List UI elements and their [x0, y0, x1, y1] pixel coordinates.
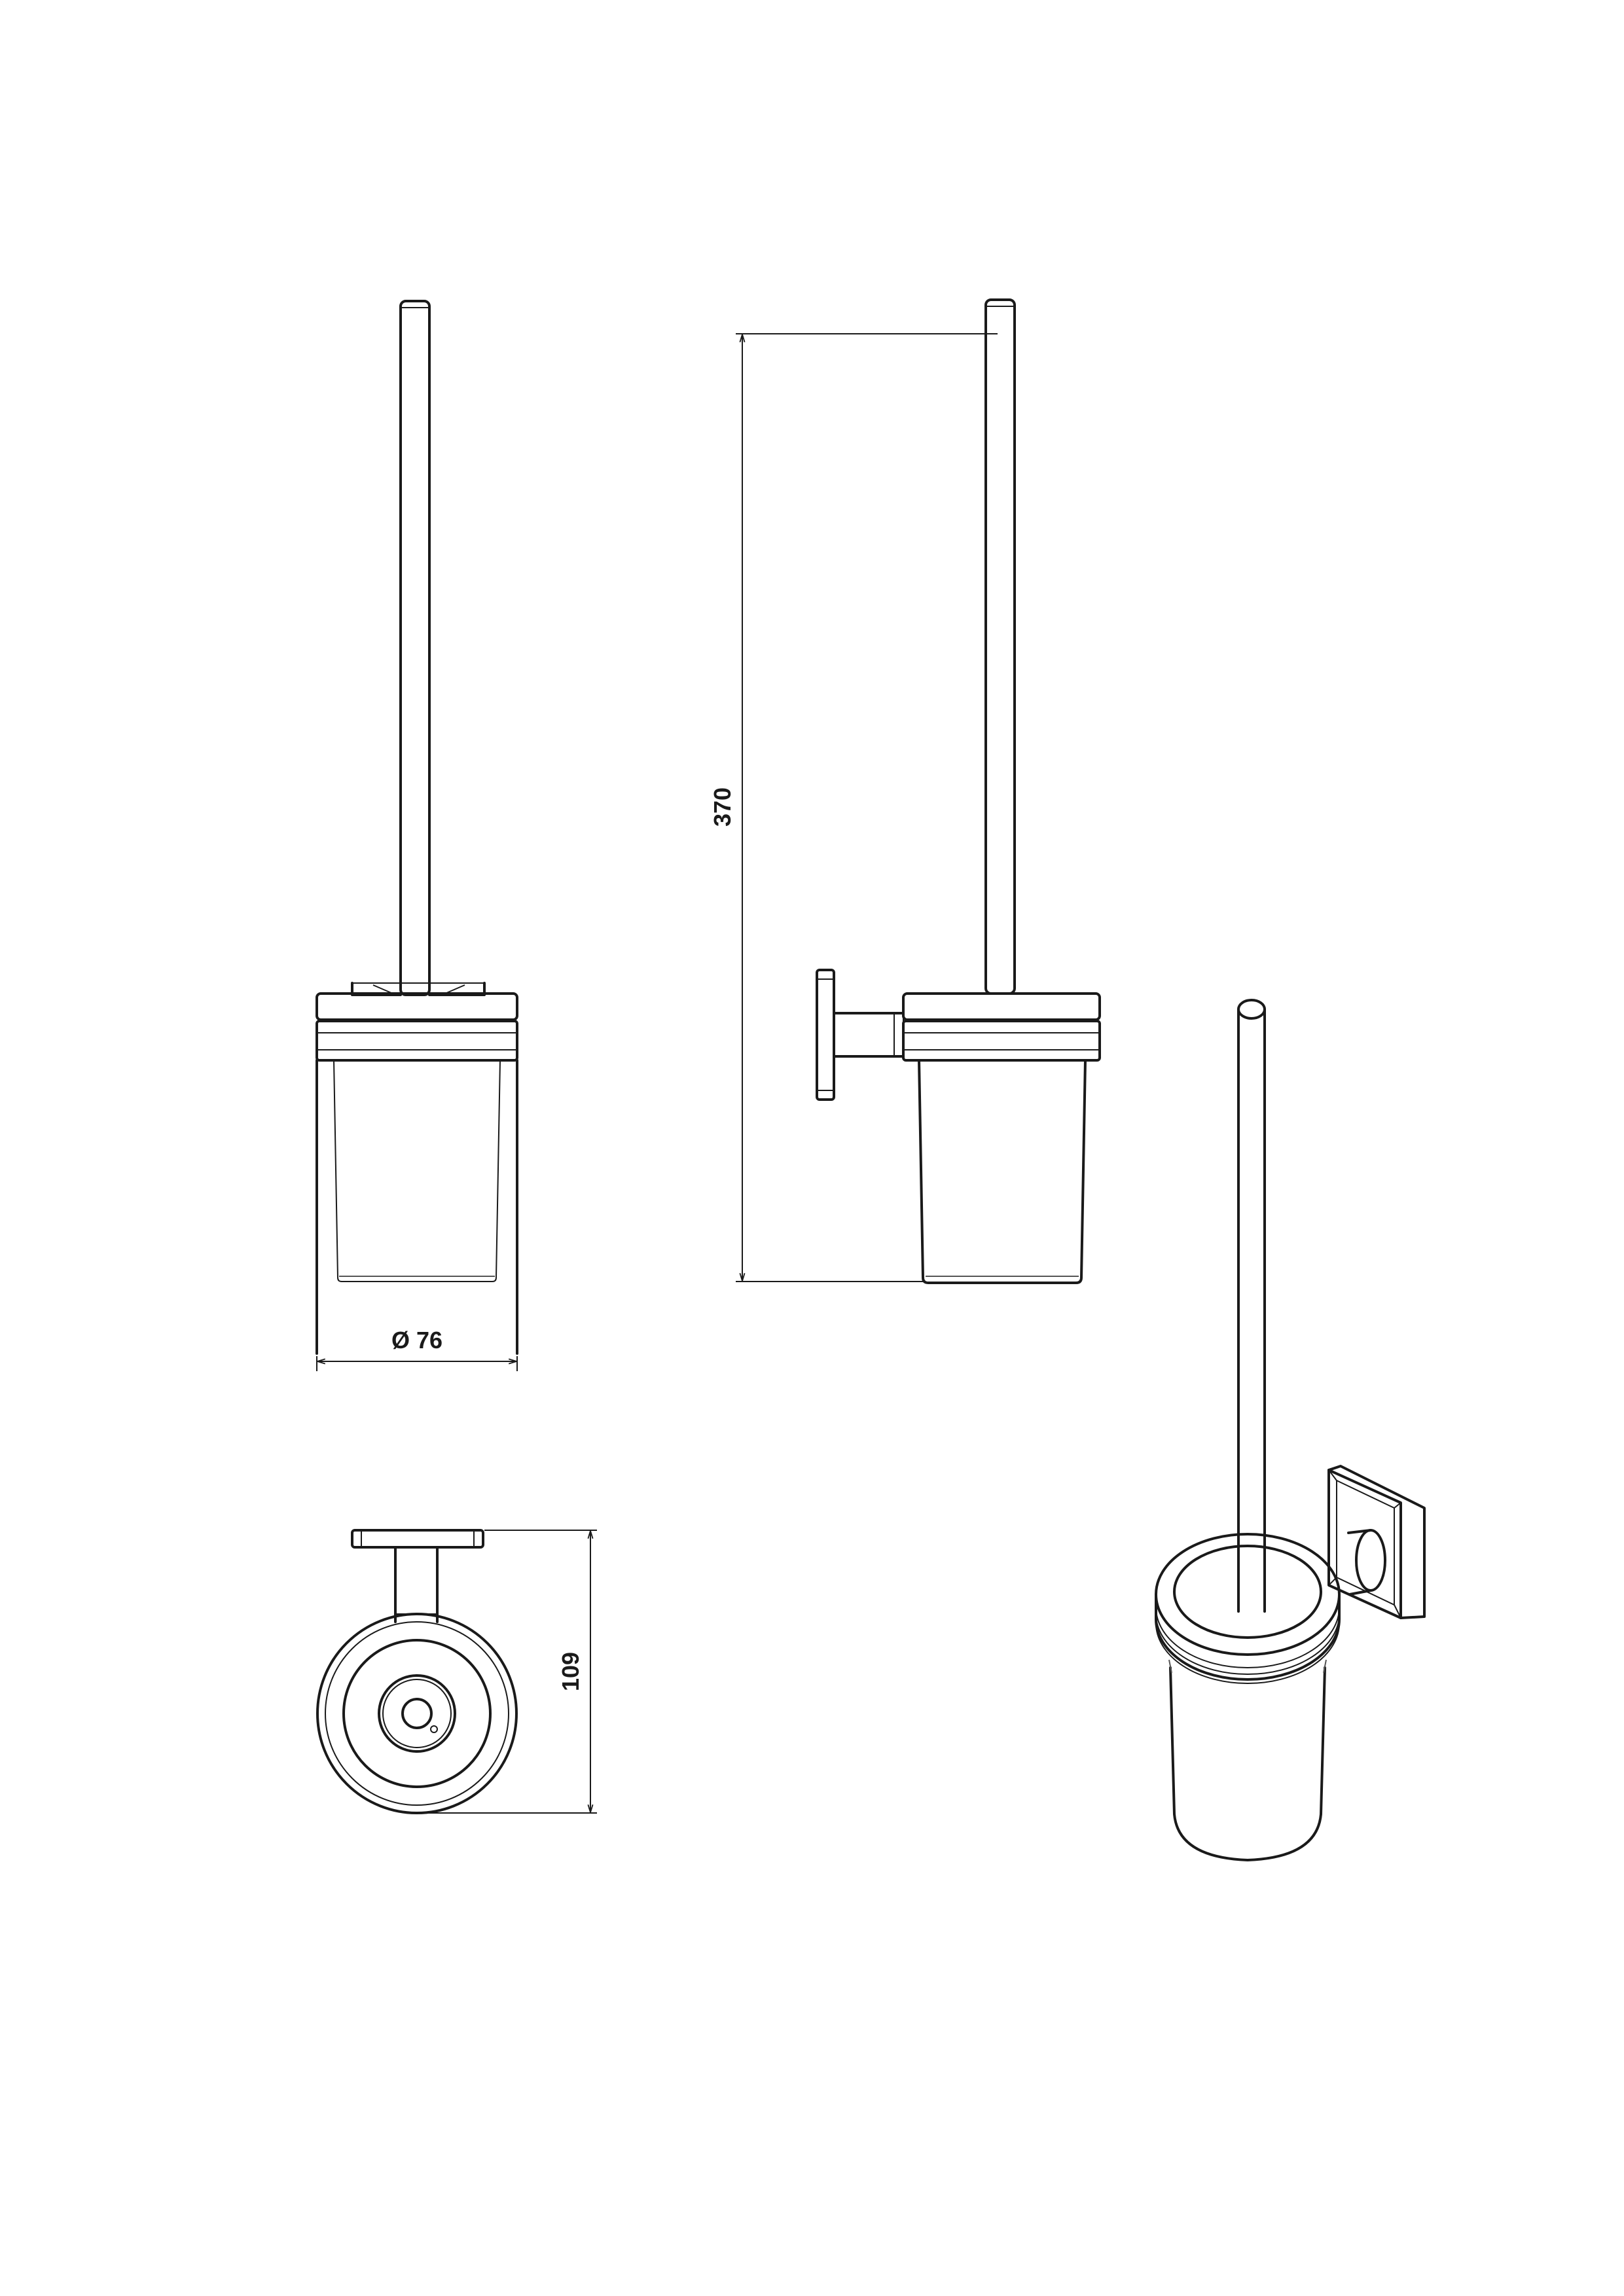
isometric-rim	[1155, 1533, 1341, 1684]
isometric-wall-plate	[1327, 1465, 1426, 1619]
top-view-holder	[316, 1613, 518, 1814]
diameter-label: Ø 76	[391, 1327, 442, 1354]
side-view-cup	[918, 1059, 1087, 1284]
depth-dimension: 109	[417, 1530, 597, 1814]
height-dimension: 370	[709, 333, 998, 1282]
isometric-cup	[1168, 1659, 1327, 1861]
depth-label: 109	[557, 1652, 584, 1691]
diameter-dimension: Ø 76	[316, 1327, 518, 1371]
side-view-brush-handle	[984, 298, 1016, 995]
top-view: 109	[316, 1529, 597, 1814]
isometric-arm	[1347, 1529, 1386, 1596]
isometric-view	[1155, 999, 1426, 1861]
top-view-arm	[394, 1546, 439, 1623]
front-view-cup	[316, 1059, 518, 1355]
isometric-brush-handle	[1237, 999, 1266, 1613]
side-view: 370	[709, 298, 1101, 1284]
side-view-wall-plate	[816, 969, 835, 1101]
top-view-wall-plate	[351, 1529, 484, 1549]
front-view: Ø 76	[316, 300, 518, 1371]
side-view-lid	[902, 992, 1101, 1062]
height-label: 370	[709, 787, 736, 827]
front-view-brush-handle	[399, 300, 431, 996]
side-view-arm	[833, 1012, 905, 1058]
front-view-lid	[316, 982, 518, 1062]
